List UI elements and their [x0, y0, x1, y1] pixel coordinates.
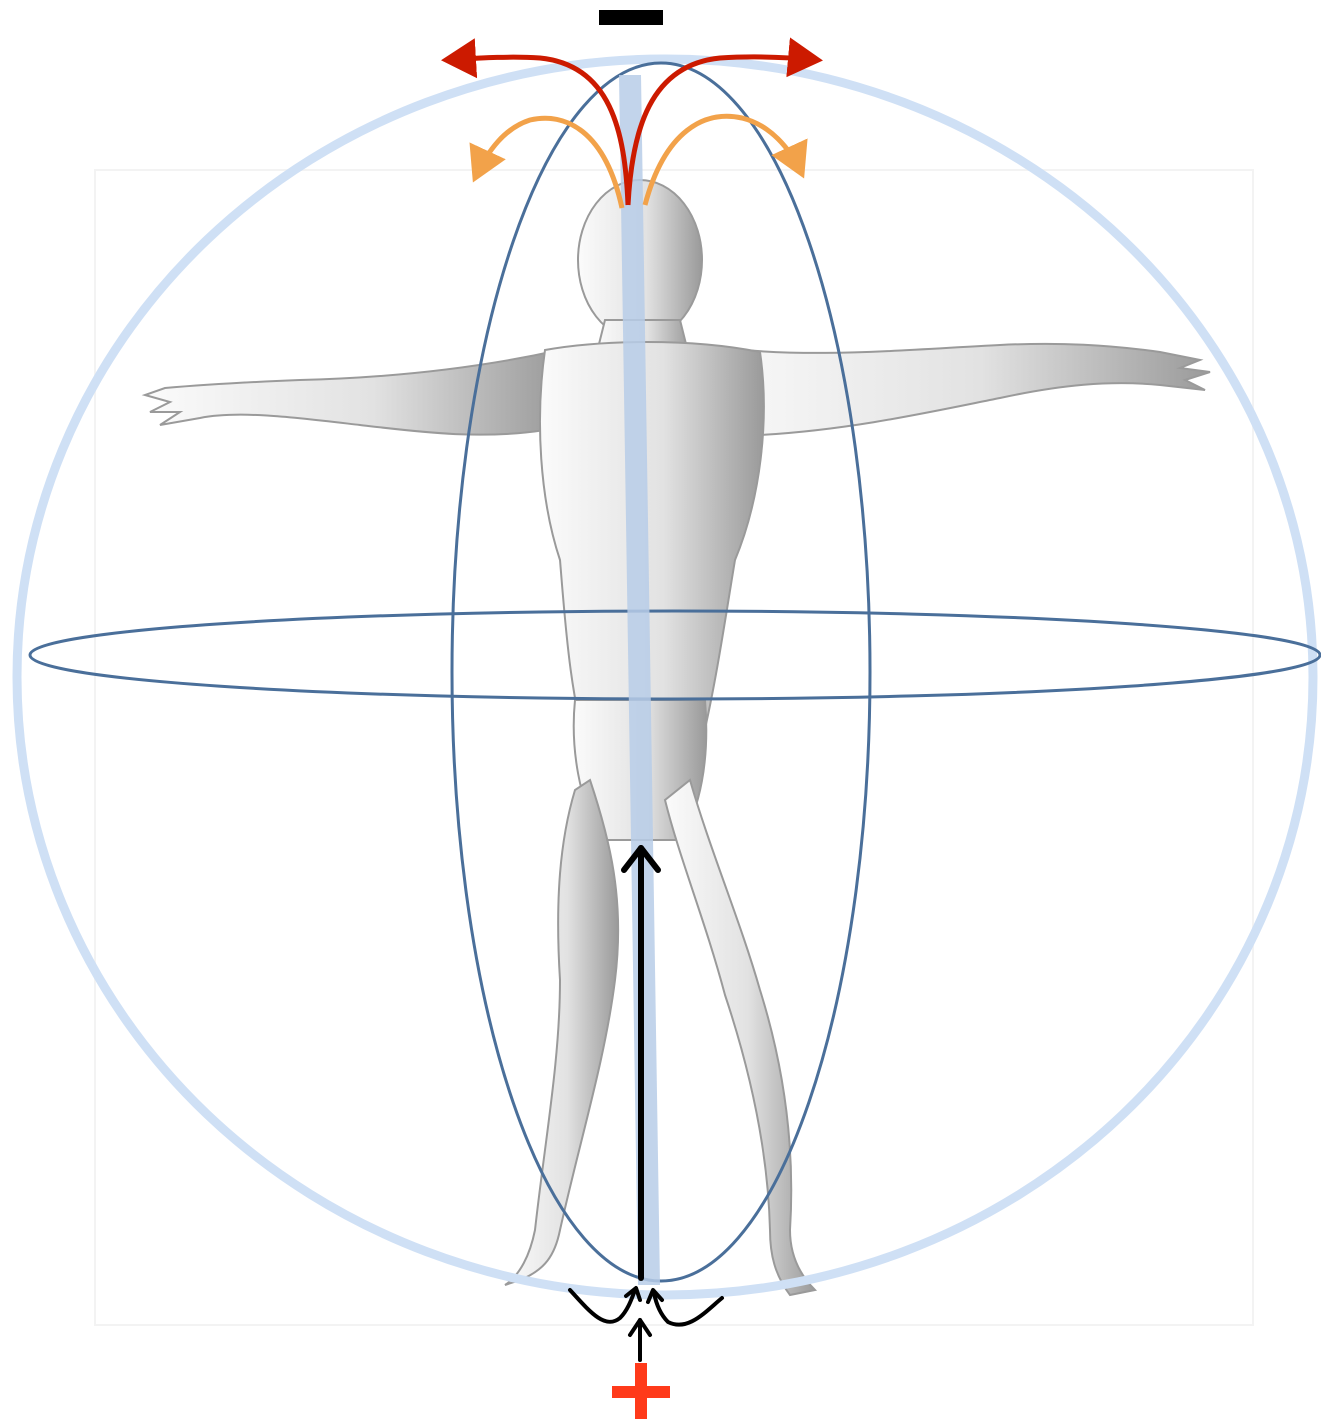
plus-sign	[612, 1363, 670, 1419]
minus-sign	[599, 10, 663, 25]
